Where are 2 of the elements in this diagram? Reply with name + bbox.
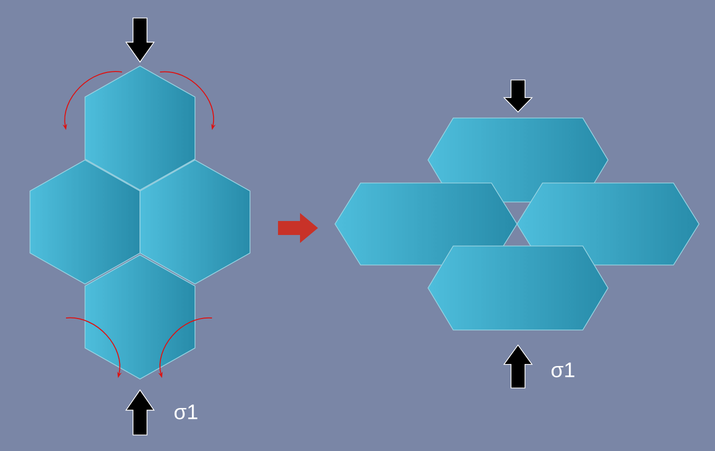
stress-label: σ1 [174, 404, 198, 420]
stress-label: σ1 [552, 362, 574, 378]
